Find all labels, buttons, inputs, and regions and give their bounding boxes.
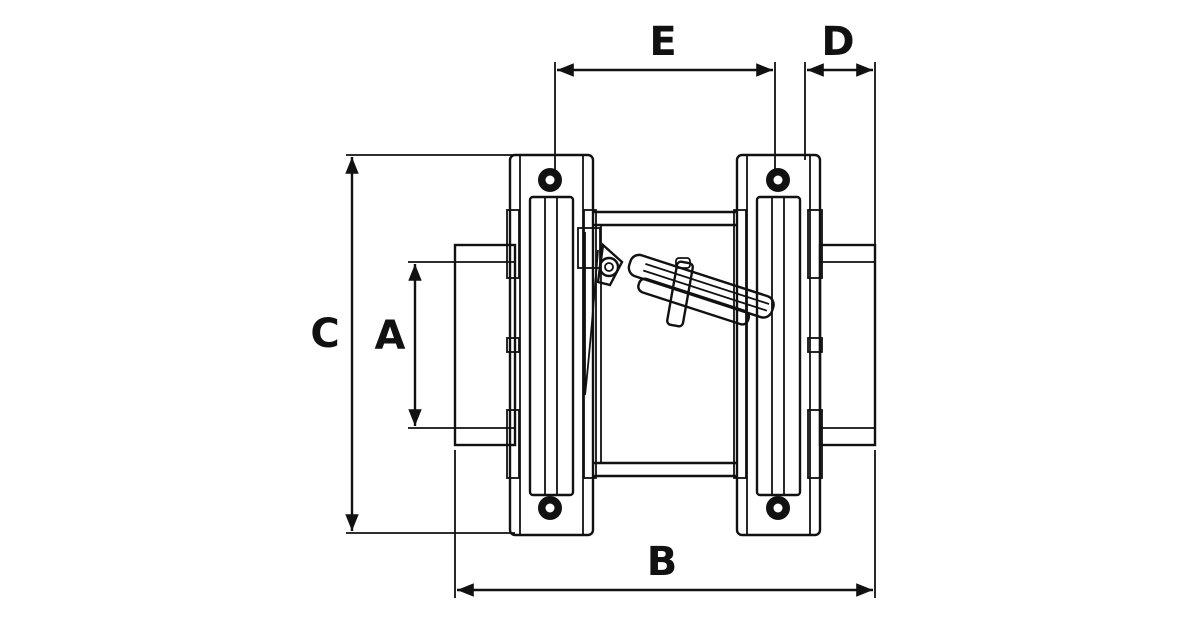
flange-left <box>506 153 597 537</box>
label-d: D <box>821 19 854 65</box>
swing-disc-arm <box>596 242 775 328</box>
pipe-stub-right <box>818 243 877 447</box>
dimension-b: B <box>454 450 876 598</box>
dimension-a: A <box>375 261 456 429</box>
label-e: E <box>649 19 676 65</box>
label-c: C <box>310 311 339 357</box>
flange-right <box>733 153 823 537</box>
dimension-d: D <box>804 19 876 245</box>
dimension-e: E <box>554 19 776 170</box>
pipe-stub-left <box>453 243 517 447</box>
dimension-c: C <box>310 154 515 534</box>
label-a: A <box>375 313 406 359</box>
label-b: B <box>647 539 678 585</box>
